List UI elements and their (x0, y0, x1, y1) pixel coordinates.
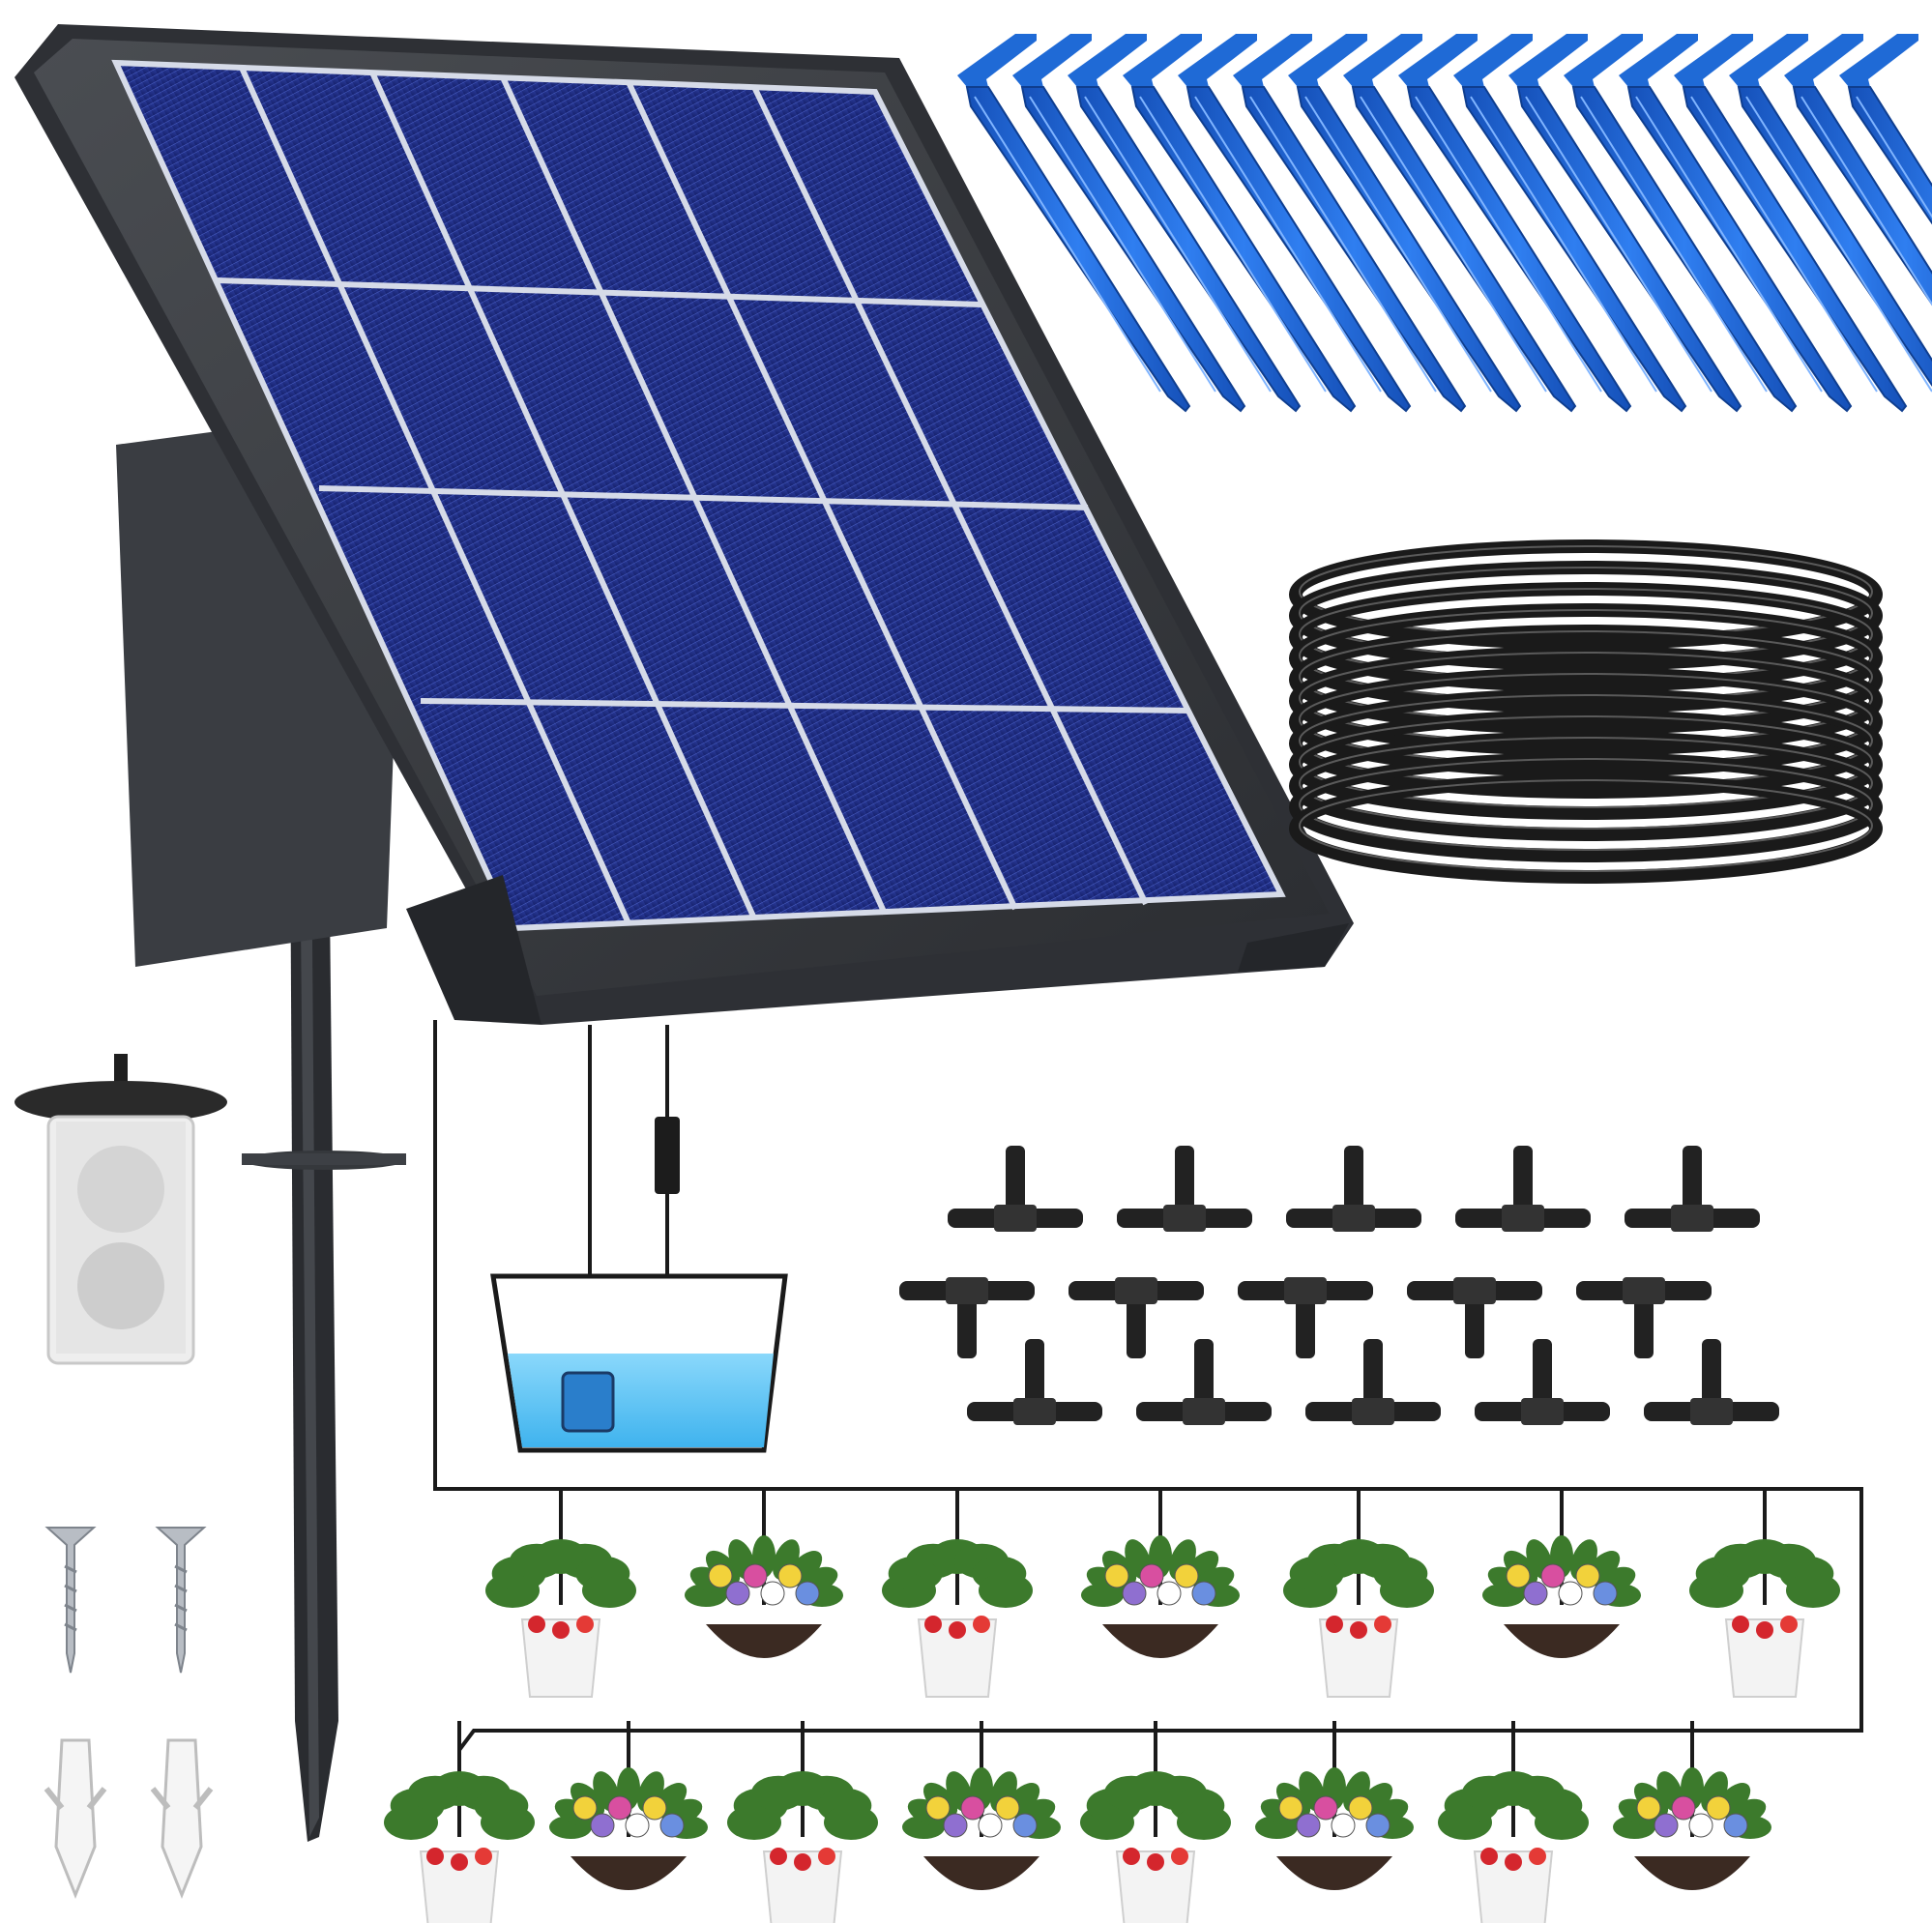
flower-basket (1081, 1489, 1240, 1658)
drip-stake (1068, 34, 1302, 413)
drip-stake (1123, 34, 1357, 413)
tee-connector (1644, 1339, 1779, 1425)
tee-connector (1238, 1277, 1373, 1358)
drip-stake (1398, 34, 1632, 413)
tee-connector (1305, 1339, 1441, 1425)
pump-icon (561, 1371, 615, 1433)
drip-stake (1839, 34, 1932, 225)
tee-connector (1475, 1339, 1610, 1425)
drip-stake (1729, 34, 1932, 393)
strawberry-pot (1080, 1721, 1231, 1923)
screws (44, 1527, 207, 1674)
drip-stake (1233, 34, 1467, 413)
tee-connector (1136, 1339, 1272, 1425)
tubing-loop-highlight (1299, 758, 1873, 851)
drip-stake (1178, 34, 1412, 413)
strawberry-pot (384, 1721, 535, 1923)
tubing-loop-highlight (1299, 779, 1873, 872)
drip-stake (1343, 34, 1577, 413)
strawberry-pot (727, 1721, 878, 1923)
tee-connector (1625, 1146, 1760, 1232)
tee-connector (1455, 1146, 1591, 1232)
strawberry-pot (1689, 1489, 1840, 1698)
drip-stake (1508, 34, 1742, 413)
tee-connector (1576, 1277, 1712, 1358)
flower-basket (685, 1489, 843, 1658)
strawberry-pot (1438, 1721, 1589, 1923)
flower-basket (1482, 1489, 1641, 1658)
flower-basket (1255, 1721, 1414, 1890)
tee-connector (1286, 1146, 1421, 1232)
drip-stake (1784, 34, 1932, 306)
panel-cell-grid (217, 66, 1190, 925)
tubing-coil (1289, 539, 1883, 884)
drip-stakes (957, 34, 1932, 413)
flower-basket (549, 1721, 708, 1890)
tee-connectors (899, 1146, 1779, 1425)
plant-pots (384, 1489, 1840, 1923)
water-container (490, 1273, 788, 1453)
tee-connector (899, 1277, 1035, 1358)
inlet-filter (15, 1054, 227, 1365)
tubing-loop-highlight (1299, 715, 1873, 808)
drip-stake (1619, 34, 1853, 413)
strawberry-pot (882, 1489, 1033, 1698)
wall-anchors (44, 1738, 214, 1900)
flower-basket (1613, 1721, 1771, 1890)
ground-stake (227, 720, 406, 1842)
tee-connector (948, 1146, 1083, 1232)
strawberry-pot (1283, 1489, 1434, 1698)
drip-stake (1012, 34, 1246, 413)
drip-stake (1288, 34, 1522, 413)
drip-stake (1453, 34, 1687, 413)
strawberry-pot (485, 1489, 636, 1698)
drip-stake (1674, 34, 1908, 413)
solar-panel (15, 24, 1354, 1025)
cable-connector (655, 1117, 680, 1194)
tee-connector (967, 1339, 1102, 1425)
tee-connector (1117, 1146, 1252, 1232)
tee-connector (1068, 1277, 1204, 1358)
drip-stake (1564, 34, 1798, 413)
tubing-loop-highlight (1299, 737, 1873, 830)
flower-basket (902, 1721, 1061, 1890)
tee-connector (1407, 1277, 1542, 1358)
drip-stake (957, 34, 1191, 413)
